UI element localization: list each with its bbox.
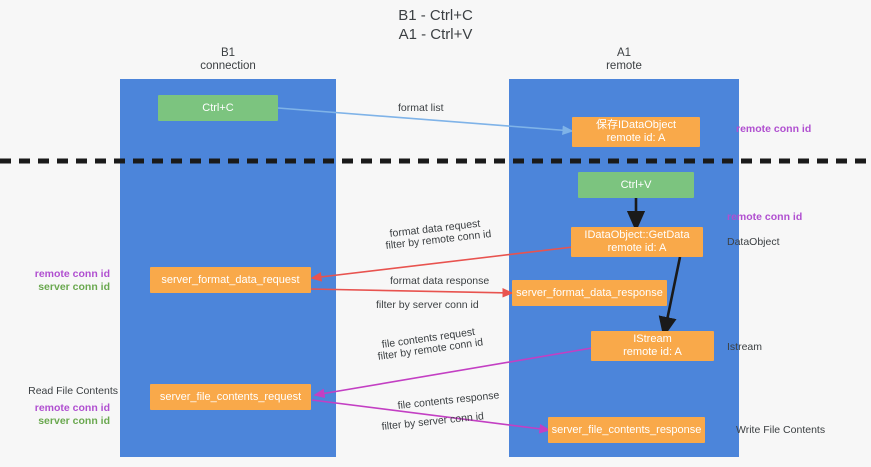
node-istream[interactable]: IStream remote id: A	[591, 331, 714, 361]
column-header-a1: A1 remote	[509, 47, 739, 73]
node-save-idataobject-line-1: 保存IDataObject	[595, 119, 677, 131]
edge-label-file-contents-response-filter: filter by server conn id	[381, 410, 485, 434]
node-server-format-data-response[interactable]: server_format_data_response	[512, 280, 667, 306]
annotation-left-server-conn-id-2: server conn id	[38, 415, 110, 427]
node-ctrl-c[interactable]: Ctrl+C	[158, 95, 278, 121]
page-title: B1 - Ctrl+C A1 - Ctrl+V	[0, 6, 871, 44]
filter-prefix: filter by	[381, 417, 419, 433]
edge-label-file-contents-response-text: file contents response	[397, 389, 500, 412]
node-save-idataobject-line-2: remote id: A	[606, 132, 666, 144]
annotation-read-file-contents: Read File Contents	[28, 385, 118, 397]
column-header-b1-name: B1	[220, 47, 236, 59]
annotation-dataobject: DataObject	[727, 236, 780, 248]
column-header-a1-name: A1	[616, 47, 632, 59]
node-idataobject-getdata-line-2: remote id: A	[607, 242, 667, 254]
annotation-left-server-conn-id: server conn id	[38, 281, 110, 293]
column-header-b1: B1 connection	[120, 47, 336, 73]
edge-label-format-list: format list	[398, 102, 444, 114]
node-server-file-contents-response-label: server_file_contents_response	[551, 423, 702, 436]
node-istream-line-2: remote id: A	[623, 346, 682, 358]
annotation-remote-conn-id-top: remote conn id	[736, 123, 812, 135]
title-line-2: A1 - Ctrl+V	[398, 26, 473, 43]
title-line-1: B1 - Ctrl+C	[398, 7, 473, 24]
edge-label-format-data-response: format data response	[390, 275, 490, 287]
node-server-format-data-request[interactable]: server_format_data_request	[150, 267, 311, 293]
column-header-b1-role: connection	[200, 60, 256, 72]
node-ctrl-c-label: Ctrl+C	[202, 101, 234, 114]
filter-key-server-conn-id: server conn id	[412, 299, 479, 311]
filter-prefix: filter by	[376, 299, 413, 311]
annotation-remote-conn-id-mid: remote conn id	[727, 211, 803, 223]
node-ctrl-v[interactable]: Ctrl+V	[578, 172, 694, 198]
node-server-file-contents-response[interactable]: server_file_contents_response	[548, 417, 705, 443]
filter-key-server-conn-id: server conn id	[417, 410, 485, 430]
edge-label-format-data-response-filter: filter by server conn id	[376, 299, 479, 312]
annotation-istream: Istream	[727, 341, 763, 353]
node-idataobject-getdata-line-1: IDataObject::GetData	[584, 229, 690, 241]
node-idataobject-getdata[interactable]: IDataObject::GetData remote id: A	[571, 227, 703, 257]
node-server-file-contents-request-label: server_file_contents_request	[159, 390, 302, 403]
annotation-write-file-contents: Write File Contents	[736, 424, 826, 436]
column-header-a1-role: remote	[606, 60, 642, 72]
node-server-file-contents-request[interactable]: server_file_contents_request	[150, 384, 311, 410]
edge-label-file-contents-response: file contents response	[397, 389, 500, 413]
node-save-idataobject[interactable]: 保存IDataObject remote id: A	[572, 117, 700, 147]
filter-prefix: filter by	[385, 235, 423, 252]
annotation-left-remote-conn-id: remote conn id	[34, 268, 110, 280]
node-server-format-data-response-label: server_format_data_response	[516, 286, 663, 299]
annotation-left-remote-conn-id-2: remote conn id	[34, 402, 110, 414]
node-ctrl-v-label: Ctrl+V	[620, 178, 652, 191]
node-server-format-data-request-label: server_format_data_request	[161, 273, 300, 286]
node-istream-line-1: IStream	[633, 333, 672, 345]
